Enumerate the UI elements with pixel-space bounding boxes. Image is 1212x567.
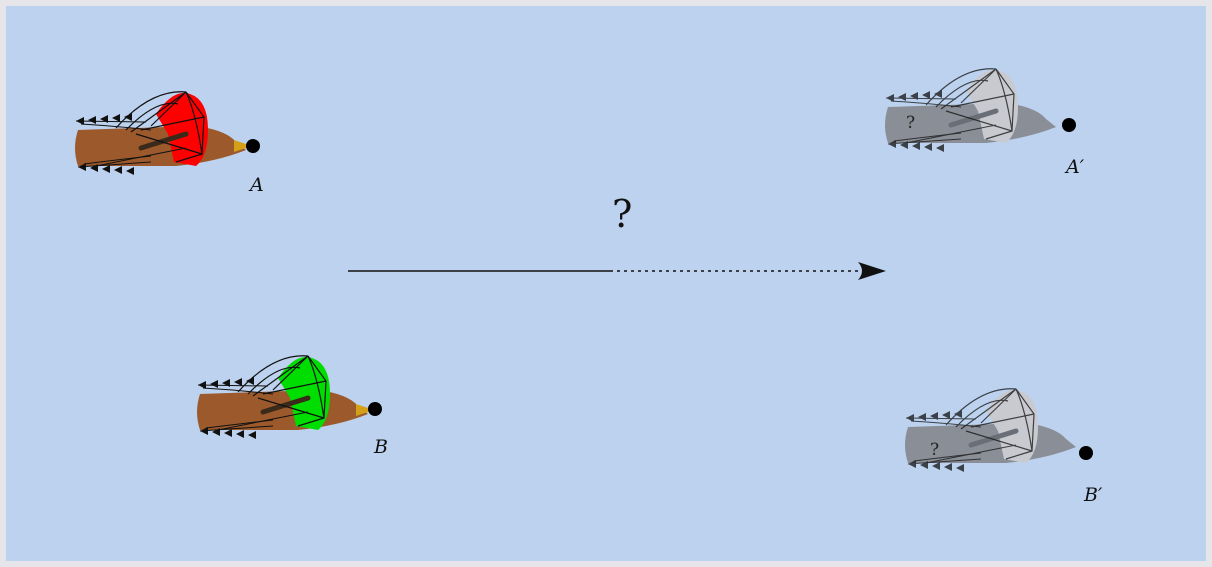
- bird-a: [75, 91, 252, 176]
- ghost-bird-b: [905, 388, 1076, 473]
- ghost-a-wing: [966, 69, 1018, 143]
- bird-b: [197, 355, 374, 440]
- point-b-prime: [1079, 446, 1093, 460]
- transform-question-mark: ?: [612, 192, 633, 236]
- bird-a-beak: [234, 140, 252, 152]
- point-a: [246, 139, 260, 153]
- bird-b-body: [197, 390, 368, 430]
- bird-b-beak: [356, 404, 374, 416]
- ghost-bird-a: [885, 68, 1056, 153]
- diagram-panel: A B A′ B′ ? ? ?: [6, 6, 1206, 561]
- label-a: A: [250, 174, 264, 196]
- label-a-prime: A′: [1066, 156, 1085, 178]
- label-b-prime: B′: [1084, 484, 1103, 506]
- diagram-canvas: [75, 68, 1093, 473]
- bird-a-wing: [156, 92, 208, 166]
- bird-a-body: [75, 126, 246, 166]
- label-b: B: [374, 436, 388, 458]
- point-a-prime: [1062, 118, 1076, 132]
- bird-b-wing: [278, 356, 330, 430]
- ghost-b-question-mark: ?: [930, 440, 940, 460]
- arrow-head-icon: [858, 262, 886, 280]
- point-b: [368, 402, 382, 416]
- ghost-a-question-mark: ?: [906, 113, 916, 133]
- ghost-b-wing: [986, 389, 1038, 463]
